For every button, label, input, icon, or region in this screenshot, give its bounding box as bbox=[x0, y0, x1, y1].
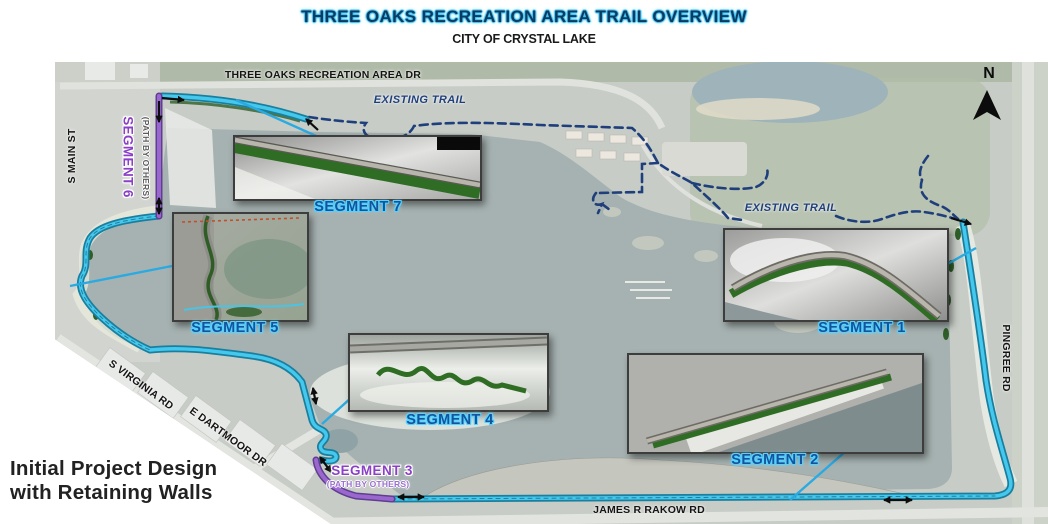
inset-segment-4-image bbox=[350, 335, 547, 410]
inset-segment-7 bbox=[233, 135, 482, 201]
north-indicator: N bbox=[972, 66, 1006, 82]
inset-segment-1-image bbox=[725, 230, 947, 320]
northwest-cliff bbox=[165, 108, 216, 208]
rakow-road bbox=[304, 507, 1048, 524]
inset-segment-2 bbox=[627, 353, 924, 454]
industrial-buildings bbox=[94, 347, 318, 491]
marina-docks bbox=[625, 281, 672, 299]
beach bbox=[696, 98, 820, 120]
inset-segment-5-image bbox=[174, 214, 307, 320]
segment-3-label: SEGMENT 3 bbox=[331, 463, 413, 478]
north-buildings bbox=[85, 62, 148, 80]
south-ridge bbox=[423, 457, 906, 497]
trail-arrows bbox=[155, 95, 973, 504]
inset-segment-2-image bbox=[629, 355, 922, 452]
inset-segment-1 bbox=[723, 228, 949, 322]
road-label-three-oaks: THREE OAKS RECREATION AREA DR bbox=[224, 69, 422, 81]
small-pond bbox=[322, 429, 358, 453]
existing-trail-path bbox=[307, 115, 960, 224]
segment-4-label: SEGMENT 4 bbox=[406, 412, 494, 428]
segment-6-label: SEGMENT 6 bbox=[120, 116, 136, 198]
existing-trail-label-east: EXISTING TRAIL bbox=[744, 202, 838, 214]
inset-segment-4 bbox=[348, 333, 549, 412]
segment-5-label: SEGMENT 5 bbox=[191, 320, 279, 336]
caption-line-2: with Retaining Walls bbox=[10, 481, 213, 504]
island bbox=[632, 236, 664, 250]
road-label-james-r-rakow: JAMES R RAKOW RD bbox=[593, 504, 705, 516]
inset-segment-7-image bbox=[235, 137, 480, 199]
road-label-s-main: S MAIN ST bbox=[66, 128, 78, 184]
page-title: THREE OAKS RECREATION AREA TRAIL OVERVIE… bbox=[301, 7, 747, 26]
inset-segment-5 bbox=[172, 212, 309, 322]
island bbox=[694, 250, 718, 262]
project-caption: Initial Project Design with Retaining Wa… bbox=[10, 457, 217, 505]
segment-7-label: SEGMENT 7 bbox=[314, 199, 402, 215]
segment-1-label: SEGMENT 1 bbox=[818, 320, 906, 336]
island bbox=[603, 207, 621, 217]
pingree-road bbox=[1022, 62, 1034, 524]
road-label-pingree: PINGREE RD bbox=[1000, 324, 1012, 392]
north-arrow-icon bbox=[973, 90, 1001, 120]
segment-6-sublabel: (PATH BY OTHERS) bbox=[141, 116, 151, 200]
existing-trail-label-west: EXISTING TRAIL bbox=[373, 94, 467, 106]
segment-2-label: SEGMENT 2 bbox=[731, 452, 819, 468]
segment-3-sublabel: (PATH BY OTHERS) bbox=[326, 479, 410, 489]
three-oaks-dr-road bbox=[59, 78, 666, 130]
page-subtitle: CITY OF CRYSTAL LAKE bbox=[452, 32, 596, 46]
caption-line-1: Initial Project Design bbox=[10, 457, 218, 480]
north-label: N bbox=[983, 65, 995, 82]
parking-lot bbox=[662, 142, 747, 176]
townhouse-cluster bbox=[565, 130, 649, 162]
